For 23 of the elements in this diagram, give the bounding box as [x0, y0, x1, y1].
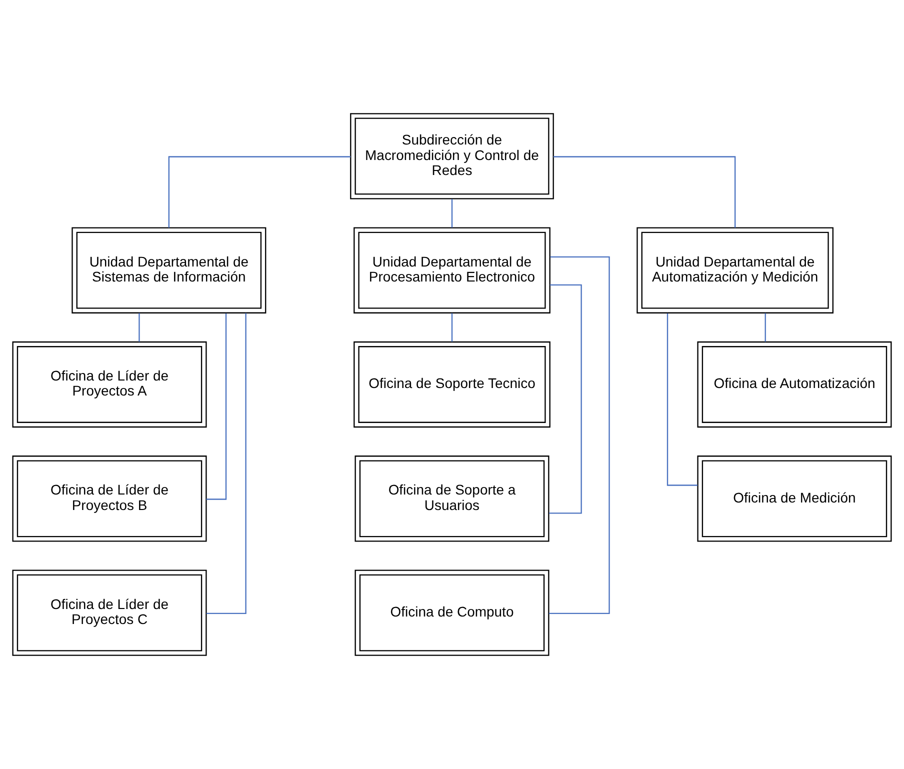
node-box: Oficina de Líder de Proyectos C [12, 570, 207, 656]
connector [548, 256, 610, 614]
connector [206, 313, 246, 614]
connector [451, 313, 453, 342]
node-box: Unidad Departamental de Procesamiento Electronico [354, 227, 550, 314]
node-box: Oficina de Soporte a Usuarios [354, 456, 550, 542]
node-box: Oficina de Computo [354, 570, 550, 656]
node-box: Subdirección de Macromedición y Control de Redes [350, 113, 554, 200]
connector [666, 313, 698, 486]
node-box: Oficina de Medición [697, 456, 892, 542]
connector [168, 156, 351, 228]
node-box: Oficina de Líder de Proyectos B [12, 456, 207, 542]
node-box: Unidad Departamental de Automatización y Medición [636, 227, 834, 314]
connector [549, 284, 582, 514]
connector [206, 313, 227, 500]
connector [764, 313, 766, 342]
connector [138, 313, 140, 342]
connector [553, 156, 736, 228]
node-box: Oficina de Automatización [697, 341, 892, 428]
node-box: Oficina de Líder de Proyectos A [12, 341, 207, 428]
connector [451, 199, 453, 228]
node-box: Oficina de Soporte Tecnico [354, 341, 550, 428]
node-box: Unidad Departamental de Sistemas de Información [72, 227, 266, 314]
